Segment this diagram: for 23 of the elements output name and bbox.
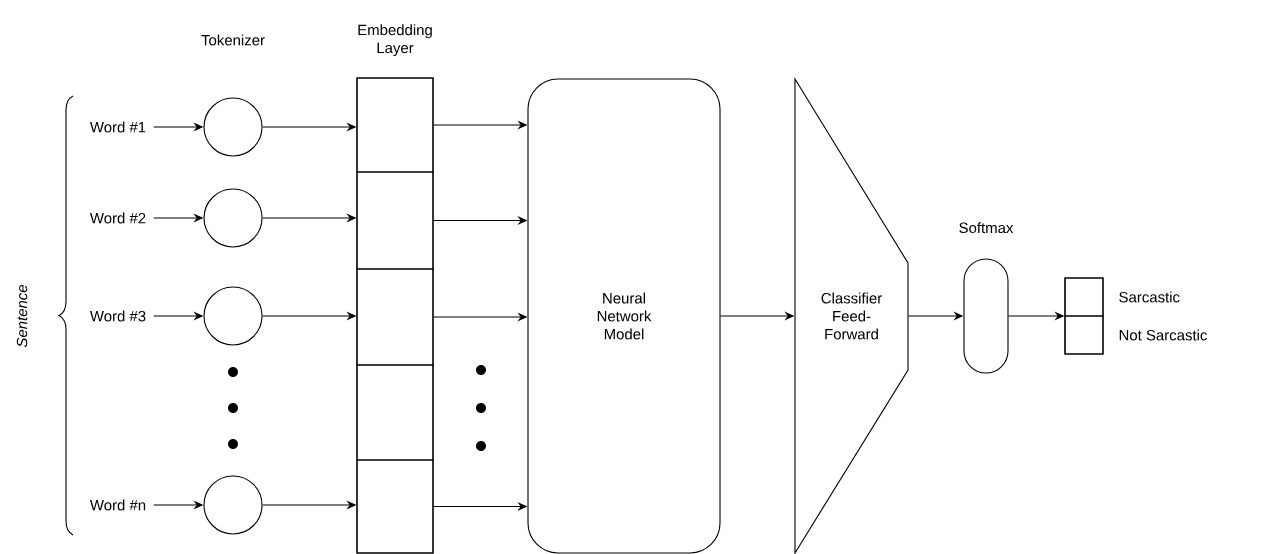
embedding-cell (356, 268, 434, 366)
tokenizer-circle (203, 475, 263, 535)
sentence-label: Sentence (16, 285, 28, 348)
tokenizer-circle (203, 286, 263, 346)
embedding-cell (356, 364, 434, 461)
node-label: Sarcastic (1119, 291, 1180, 303)
word-label: Word #n (89, 499, 146, 511)
output-cell: Not Sarcastic (1064, 315, 1207, 355)
column-label: Tokenizer (201, 34, 265, 46)
embedding-cell (356, 77, 434, 173)
word-label: Word #1 (89, 121, 146, 133)
node-label: Not Sarcastic (1119, 329, 1207, 341)
tokenizer-circle (203, 188, 263, 248)
softmax-pill: Softmax (959, 222, 1014, 374)
output-cell: Sarcastic (1064, 277, 1180, 317)
word-label: Word #2 (89, 212, 146, 224)
node-label: Embedding Layer (358, 24, 432, 57)
model-box: Neural Network Model (527, 78, 721, 554)
word-label: Word #3 (89, 310, 146, 322)
node-label: Softmax (959, 222, 1014, 234)
embedding-cell (356, 171, 434, 270)
embedding-cell (356, 459, 434, 554)
tokenizer-circle (203, 97, 263, 157)
